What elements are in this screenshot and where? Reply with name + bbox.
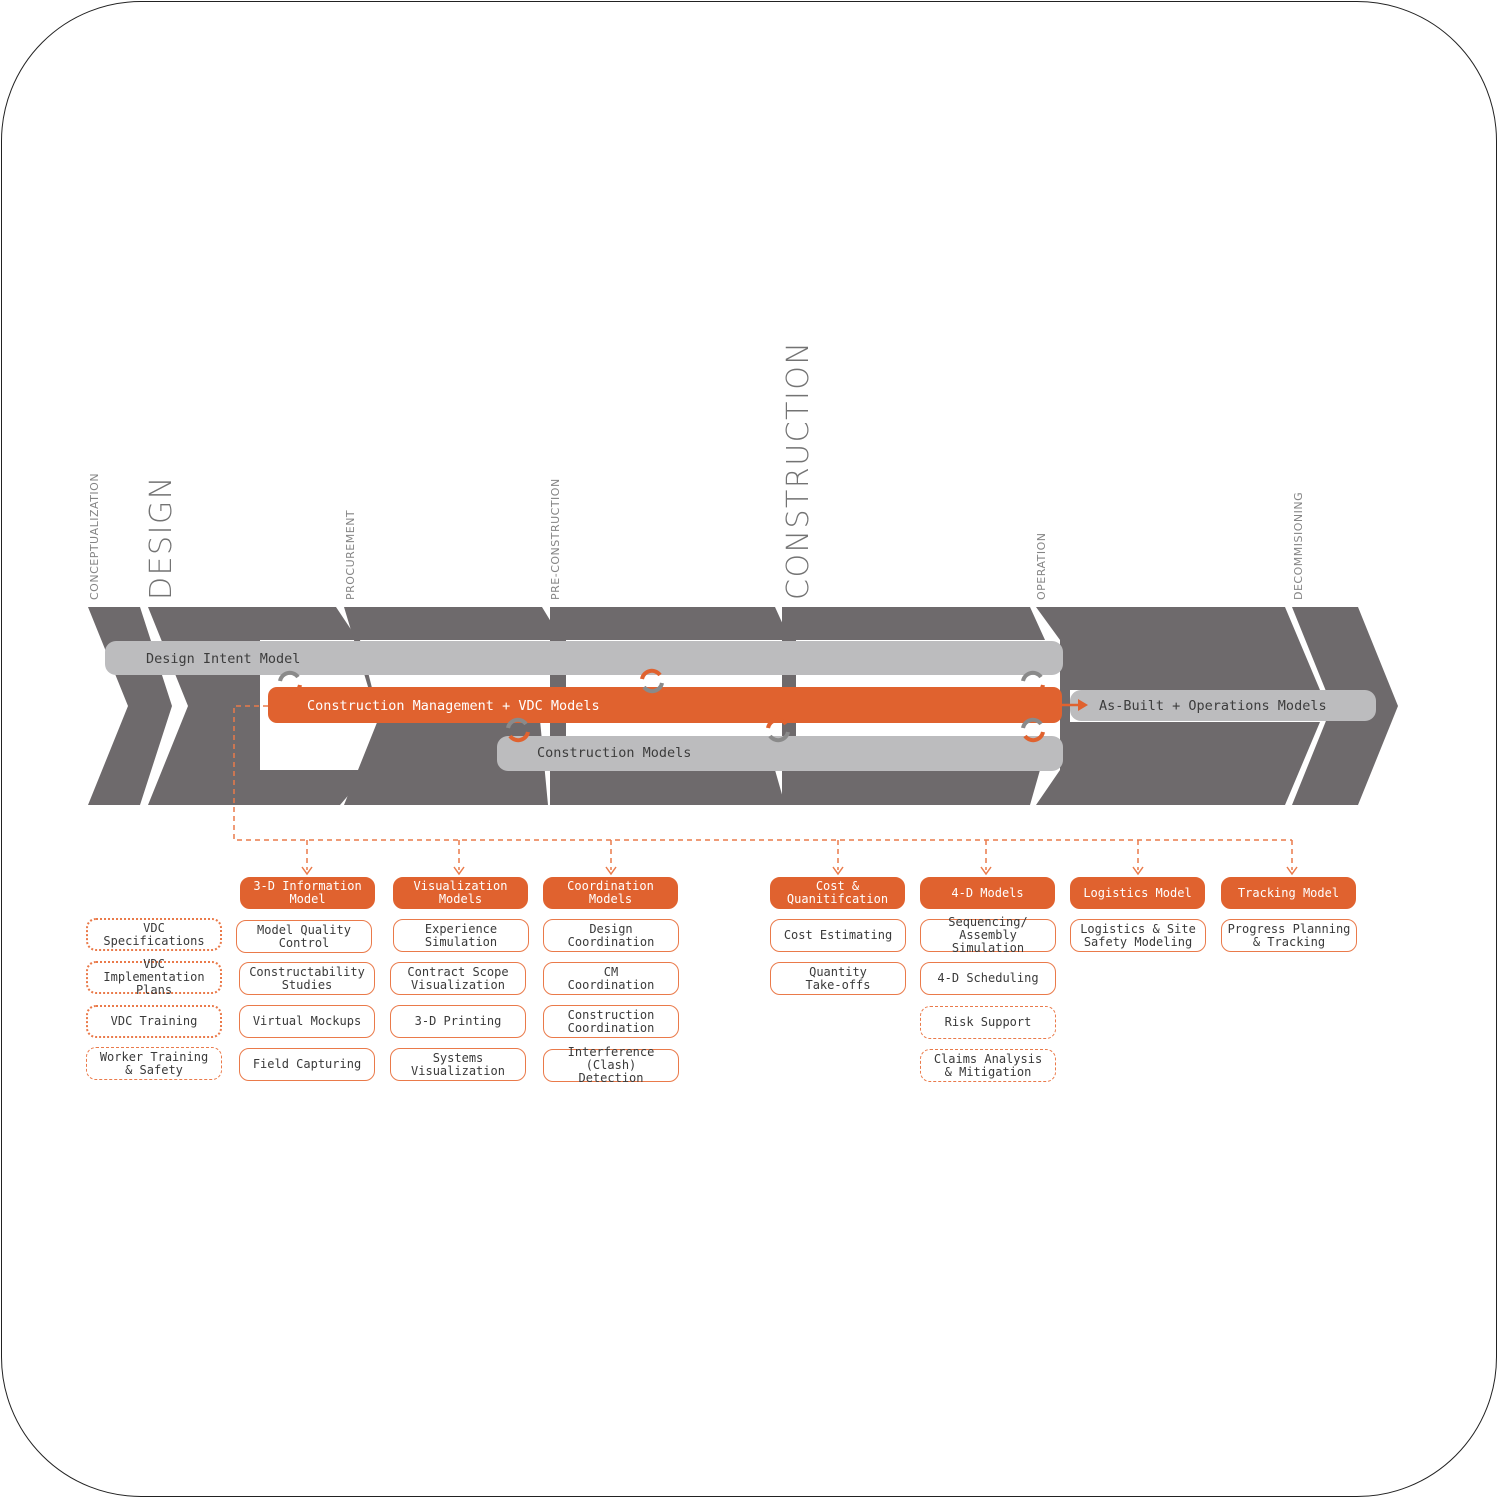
refresh-arrows-icon <box>278 670 302 696</box>
bar-label-design-intent: Design Intent Model <box>146 651 300 667</box>
phase-label-decommissioning: DECOMMISIONING <box>1292 492 1305 600</box>
3d-printing-box[interactable]: 3-D Printing <box>390 1005 526 1038</box>
logistics-model-header[interactable]: Logistics Model <box>1070 877 1205 909</box>
bar-design-intent-model <box>105 641 1063 675</box>
4d-models-header[interactable]: 4-D Models <box>920 877 1055 909</box>
4d-scheduling-box[interactable]: 4-D Scheduling <box>920 962 1056 995</box>
cost-estimating-box[interactable]: Cost Estimating <box>770 919 906 952</box>
chevron-preconstruction <box>550 607 790 805</box>
chevron-conceptualization <box>88 607 172 805</box>
bar-label-construction-models: Construction Models <box>537 745 691 761</box>
risk-support-box[interactable]: Risk Support <box>920 1006 1056 1039</box>
chevron-construction <box>782 607 1045 805</box>
arrow-to-as-built-icon <box>1062 699 1088 711</box>
refresh-arrows-icon <box>1021 670 1045 696</box>
refresh-arrows-icon <box>506 717 530 743</box>
design-coordination-box[interactable]: Design Coordination <box>543 919 679 952</box>
bar-label-as-built: As-Built + Operations Models <box>1099 698 1327 714</box>
cost-quantification-header[interactable]: Cost & Quanitifcation <box>770 877 905 909</box>
construction-coordination-box[interactable]: Construction Coordination <box>543 1005 679 1038</box>
worker-training-safety-box[interactable]: Worker Training & Safety <box>86 1047 222 1080</box>
chevron-operation <box>1036 607 1320 805</box>
phase-label-operation: OPERATION <box>1035 533 1048 600</box>
visualization-models-header[interactable]: Visualization Models <box>393 877 528 909</box>
bar-label-cm-vdc: Construction Management + VDC Models <box>307 698 600 714</box>
phase-label-conceptualization: CONCEPTUALIZATION <box>88 473 101 600</box>
interference-clash-detection-box[interactable]: Interference (Clash) Detection <box>543 1046 679 1085</box>
model-quality-control-box[interactable]: Model Quality Control <box>236 920 372 953</box>
bar-construction-models <box>497 736 1063 771</box>
claims-analysis-mitigation-box[interactable]: Claims Analysis & Mitigation <box>920 1049 1056 1082</box>
phase-label-construction: CONSTRUCTION <box>781 341 816 600</box>
sequencing-assembly-simulation-box[interactable]: Sequencing/ Assembly Simulation <box>920 916 1056 955</box>
bar-as-built-operations <box>1070 690 1376 721</box>
phase-label-pre-construction: PRE-CONSTRUCTION <box>549 478 562 600</box>
vdc-training-box[interactable]: VDC Training <box>86 1005 222 1038</box>
bar-cm-vdc-models <box>268 687 1062 723</box>
logistics-site-safety-box[interactable]: Logistics & Site Safety Modeling <box>1070 919 1206 952</box>
field-capturing-box[interactable]: Field Capturing <box>239 1048 375 1081</box>
constructability-studies-box[interactable]: Constructability Studies <box>239 962 375 995</box>
refresh-arrows-icon <box>766 717 790 743</box>
vdc-implementation-plans-box[interactable]: VDC Implementation Plans <box>86 958 222 997</box>
cm-coordination-box[interactable]: CM Coordination <box>543 962 679 995</box>
progress-planning-tracking-box[interactable]: Progress Planning & Tracking <box>1221 919 1357 952</box>
virtual-mockups-box[interactable]: Virtual Mockups <box>239 1005 375 1038</box>
quantity-takeoffs-box[interactable]: Quantity Take-offs <box>770 962 906 995</box>
coordination-models-header[interactable]: Coordination Models <box>543 877 678 909</box>
dashed-connector-lines <box>233 705 1293 870</box>
refresh-arrows-icon <box>640 668 664 694</box>
systems-visualization-box[interactable]: Systems Visualization <box>390 1048 526 1081</box>
info-model-header[interactable]: 3-D Information Model <box>240 877 375 909</box>
connector-arrowheads-icon <box>301 866 1298 876</box>
refresh-arrows-icon <box>1021 717 1045 743</box>
phase-label-design: DESIGN <box>144 475 179 600</box>
experience-simulation-box[interactable]: Experience Simulation <box>393 919 529 952</box>
tracking-model-header[interactable]: Tracking Model <box>1221 877 1356 909</box>
phase-label-procurement: PROCUREMENT <box>344 510 357 600</box>
vdc-specifications-box[interactable]: VDC Specifications <box>86 918 222 951</box>
contract-scope-visualization-box[interactable]: Contract Scope Visualization <box>390 962 526 995</box>
